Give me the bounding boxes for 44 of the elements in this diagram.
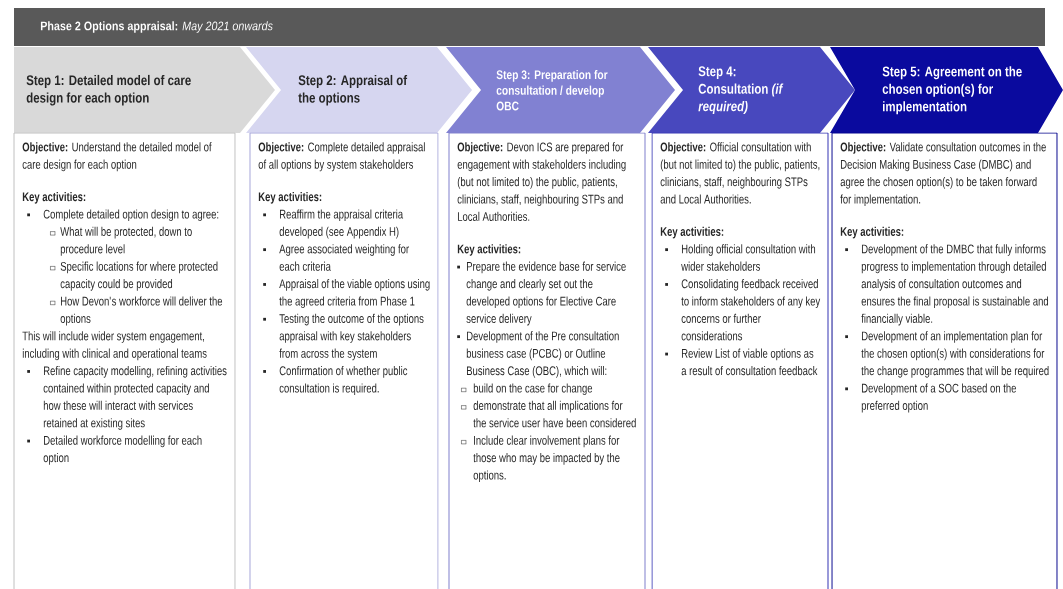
- step-header: Step 1: Detailed model of care design for each option: [14, 47, 275, 133]
- bullet-item: Agree associated weighting for each criteria: [263, 244, 409, 271]
- step-details-box: [13, 132, 236, 589]
- step-header: Step 5: Agreement on the chosen option(s) for implementation: [830, 47, 1063, 133]
- section-heading: Key activities:: [258, 192, 322, 204]
- bullet-item: Refine capacity modelling, refining activities contained within protected capacity and how these will interact with services retained at existing sites: [27, 366, 227, 430]
- sub-bullet-item: build on the case for change: [460, 383, 593, 396]
- section-heading: Key activities:: [457, 244, 521, 256]
- step-header: Step 3: Preparation for consultation / develop OBC: [446, 47, 675, 133]
- bullet-item: Development of the Pre consultation business case (PCBC) or Outline Business Case (OBC), which will:: [457, 331, 619, 378]
- bullet-item: Detailed workforce modelling for each option: [27, 435, 202, 465]
- step-header: Step 4: Consultation (if required): [648, 47, 855, 133]
- bullet-item: Consolidating feedback received to inform stakeholders of any key concerns or further considerations: [665, 279, 821, 341]
- body-text: This will include wider system engagement, including with clinical and operational teams: [22, 331, 207, 361]
- step-details-box: [249, 132, 439, 589]
- sub-bullet-item: Specific locations for where protected capacity could be provided: [49, 261, 218, 291]
- step-details-box: [448, 132, 646, 589]
- sub-bullet-item: demonstrate that all implications for the service user have been considered: [460, 400, 636, 428]
- phase-banner: Phase 2 Options appraisal: May 2021 onwards: [14, 8, 1045, 46]
- bullet-item: Confirmation of whether public consultation is required.: [263, 366, 408, 396]
- step-details-box: [651, 132, 829, 589]
- objective-text: Objective: Understand the detailed model of care design for each option: [22, 142, 212, 172]
- bullet-item: Holding official consultation with wider stakeholders: [665, 244, 816, 271]
- bullet-item: Review List of viable options as a result of consultation feedback: [665, 348, 818, 376]
- bullet-item: Testing the outcome of the options appraisal with key stakeholders from across the system: [263, 313, 424, 361]
- sub-bullet-item: Include clear involvement plans for those who may be impacted by the options.: [460, 435, 620, 483]
- bullet-item: Appraisal of the viable options using the agreed criteria from Phase 1: [263, 279, 430, 309]
- step-details-box: [831, 132, 1058, 589]
- bullet-item: Development of an implementation plan for the chosen option(s) with considerations for the change programmes that will be required: [845, 331, 1049, 378]
- sub-bullet-item: How Devon's workforce will deliver the options: [49, 296, 223, 326]
- step-header: Step 2: Appraisal of the options: [246, 47, 472, 133]
- bullet-item: Reaffirm the appraisal criteria developed (see Appendix H): [263, 209, 404, 239]
- objective-text: Objective: Validate consultation outcomes in the Decision Making Business Case (DMBC) and agree the chosen option(s) to be taken forward for implementation.: [840, 142, 1046, 207]
- objective-text: Objective: Official consultation with (but not limited to) the public, patients, clinicians, staff, neighbouring STPs and Local Authorities.: [660, 142, 820, 204]
- section-heading: Key activities:: [22, 192, 86, 204]
- section-heading: Key activities:: [840, 226, 904, 239]
- bullet-item: Development of the DMBC that fully informs progress to implementation through detailed analysis of consultation outcomes and ensures the final proposal is sustainable and financially viable.: [845, 244, 1049, 326]
- section-heading: Key activities:: [660, 226, 724, 239]
- bullet-item: Prepare the evidence base for service change and clearly set out the developed options for Elective Care service delivery: [457, 261, 626, 326]
- objective-text: Objective: Devon ICS are prepared for engagement with stakeholders including (but not limited to) the public, patients, clinicians, staff, neighbouring STPs and Local Authorities.: [457, 142, 626, 221]
- bullet-item: Complete detailed option design to agree:: [27, 209, 219, 222]
- bullet-item: Development of a SOC based on the preferred option: [845, 383, 1016, 413]
- sub-bullet-item: What will be protected, down to procedure level: [49, 226, 192, 256]
- objective-text: Objective: Complete detailed appraisal of all options by system stakeholders: [258, 142, 425, 172]
